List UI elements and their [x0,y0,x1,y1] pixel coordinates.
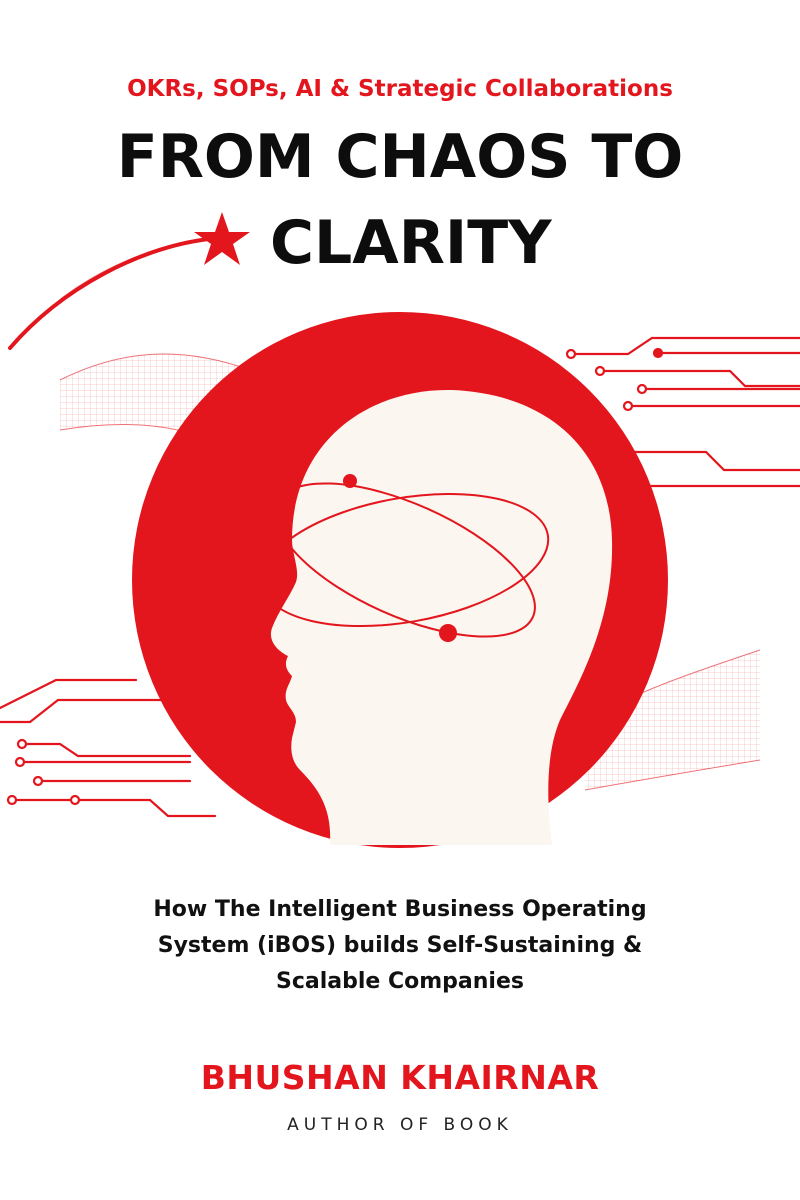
star-icon [194,212,250,265]
swoosh-arc [8,236,220,350]
orbit-rings [260,474,550,642]
circuit-lines-right [565,336,800,488]
circuit-lines-left [0,678,217,818]
swoosh-arc-tail [59,239,206,301]
human-head-silhouette [270,389,613,845]
